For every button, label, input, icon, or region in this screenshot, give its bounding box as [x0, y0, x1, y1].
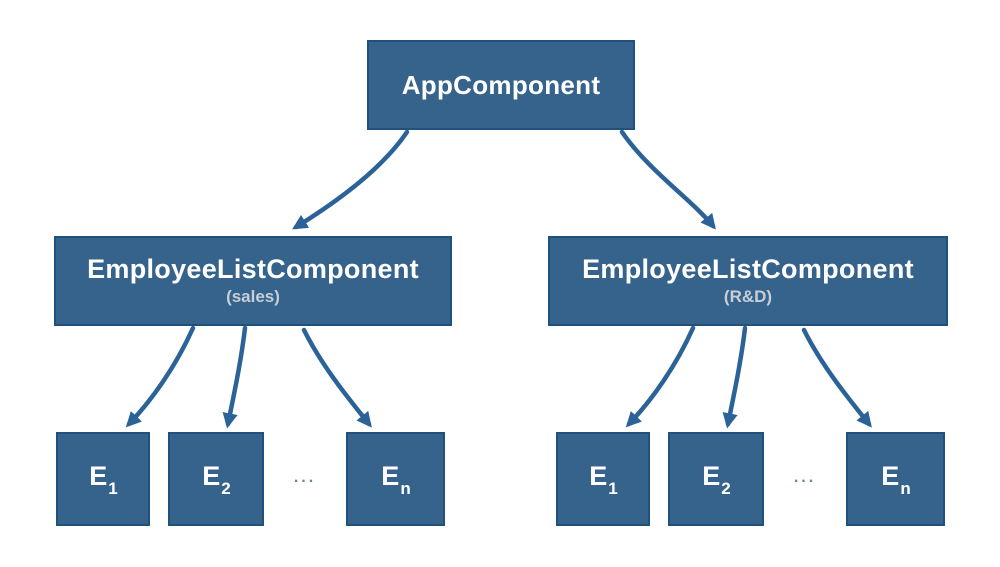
node-label: En [881, 461, 911, 498]
node-label: E2 [702, 461, 731, 498]
node-label: E1 [89, 461, 118, 498]
ellipsis-rnd: ... [793, 469, 817, 486]
node-sales-e2: E2 [168, 432, 264, 526]
ellipsis-sales: ... [293, 469, 317, 486]
arrow-root-to-sales [292, 129, 410, 230]
node-label: EmployeeListComponent [582, 254, 914, 285]
node-sublabel: (R&D) [723, 286, 773, 306]
node-rnd-en: En [846, 432, 945, 526]
node-label: AppComponent [401, 69, 601, 100]
node-label: En [381, 461, 411, 498]
arrow-root-to-rnd [619, 129, 716, 230]
node-sublabel: (sales) [226, 286, 280, 306]
arrow-sales-to-e2 [222, 325, 248, 429]
node-rnd-e2: E2 [668, 432, 764, 526]
arrow-rnd-to-en [801, 327, 872, 428]
node-label: E1 [589, 461, 618, 498]
node-employee-list-rnd: EmployeeListComponent (R&D) [548, 236, 948, 326]
node-label: EmployeeListComponent [87, 254, 419, 285]
node-employee-list-sales: EmployeeListComponent (sales) [54, 236, 452, 326]
node-label: E2 [202, 461, 231, 498]
node-rnd-e1: E1 [556, 432, 650, 526]
arrow-sales-to-e1 [125, 325, 196, 428]
node-sales-e1: E1 [56, 432, 150, 526]
arrow-rnd-to-e2 [722, 325, 748, 429]
arrow-rnd-to-e1 [625, 325, 696, 428]
node-sales-en: En [346, 432, 445, 526]
node-app-component: AppComponent [367, 40, 635, 130]
arrow-sales-to-en [301, 327, 372, 428]
